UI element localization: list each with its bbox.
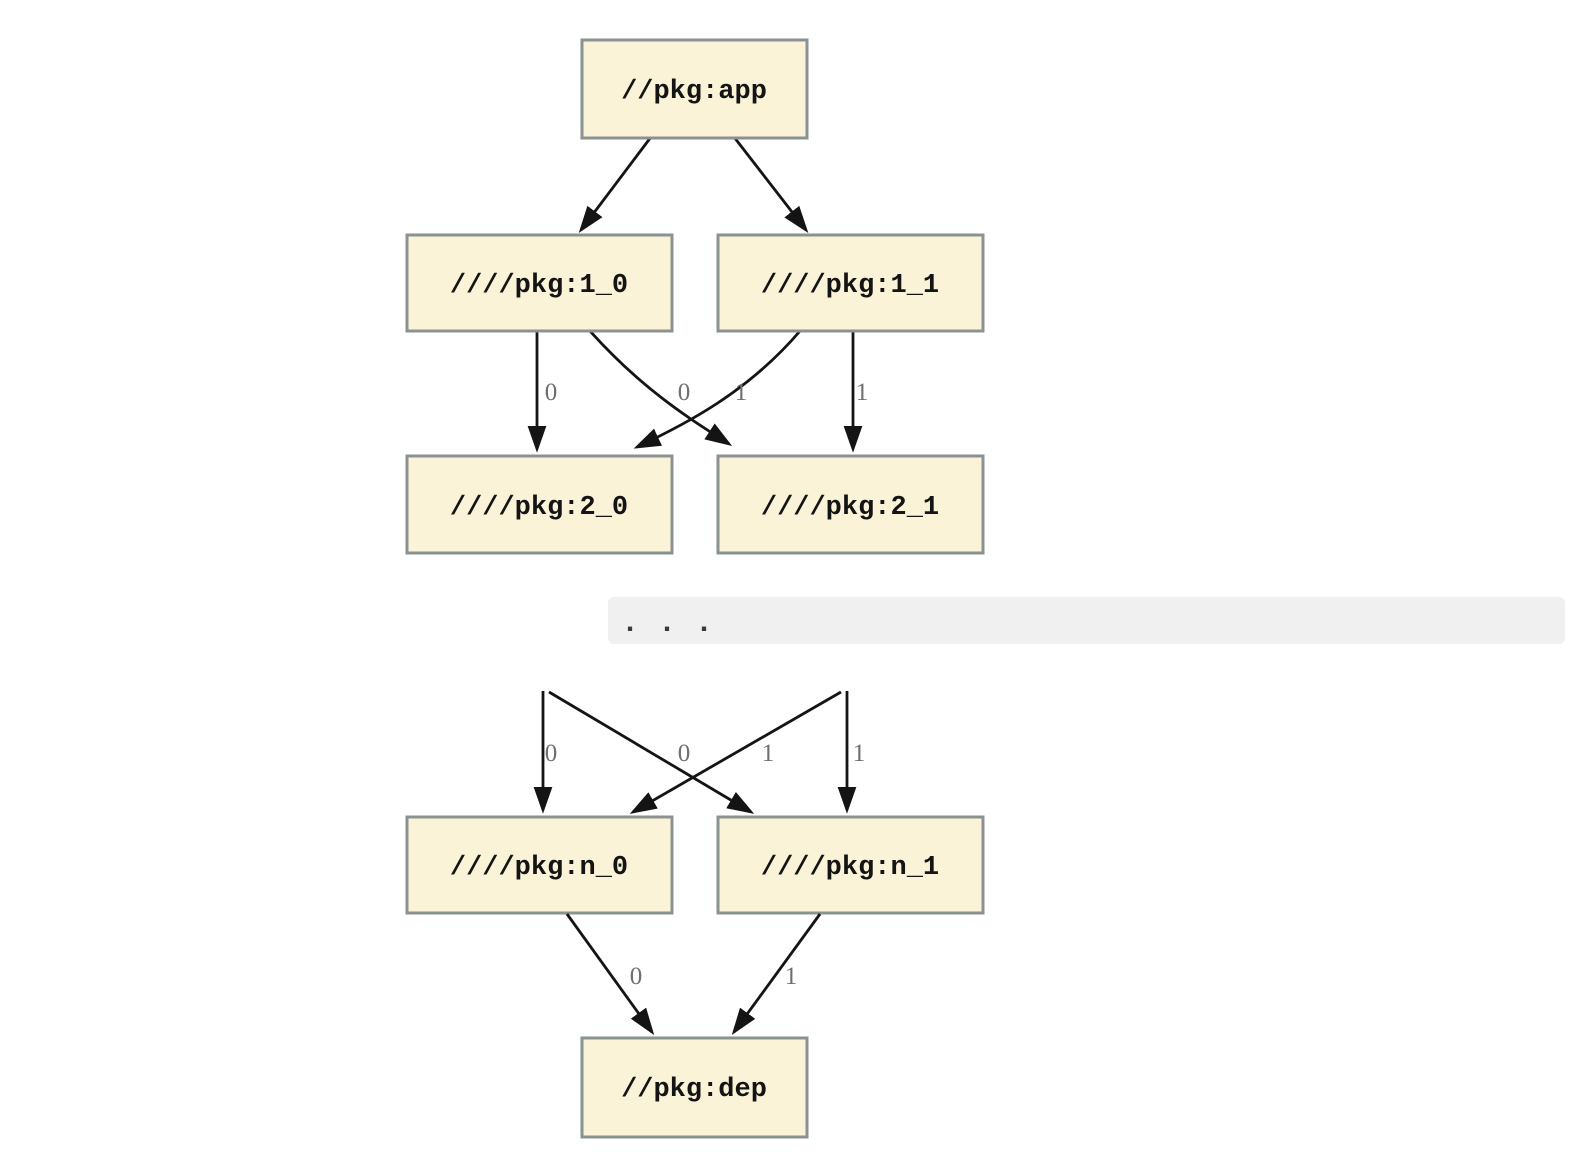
node-box bbox=[580, 38, 809, 140]
edge-n-1-to-dep bbox=[731, 913, 822, 1036]
edge-label-lower-left: 0 bbox=[545, 740, 558, 767]
edge-label-upper-mid-left: 0 bbox=[678, 379, 691, 406]
ellipsis-text: ... bbox=[621, 607, 733, 641]
node-label: //pkg:app bbox=[621, 77, 767, 107]
node-box bbox=[716, 454, 985, 555]
node-label: //pkg:dep bbox=[621, 1075, 767, 1105]
node-box bbox=[716, 815, 985, 915]
node-label: ////pkg:2_0 bbox=[450, 493, 628, 523]
edge-label-dep-right: 1 bbox=[785, 963, 798, 990]
edge-app-to-1-1 bbox=[732, 136, 809, 233]
node-pkg-n-1: ////pkg:n_1 bbox=[716, 815, 985, 915]
node-box bbox=[405, 454, 674, 555]
node-label: ////pkg:2_1 bbox=[761, 493, 939, 523]
edge-label-dep-left: 0 bbox=[630, 963, 643, 990]
node-label: ////pkg:n_0 bbox=[450, 853, 628, 883]
node-box bbox=[716, 233, 985, 333]
node-box bbox=[580, 1036, 809, 1139]
edge-elided-to-n-0-cross bbox=[629, 690, 842, 814]
node-box bbox=[405, 815, 674, 915]
node-box bbox=[405, 233, 674, 333]
edge-app-to-1-0 bbox=[578, 136, 653, 234]
edge-1-0-to-2-1 bbox=[588, 330, 733, 447]
edge-elided-to-n-1-cross bbox=[548, 690, 755, 814]
edge-label-upper-left: 0 bbox=[545, 379, 558, 406]
edge-1-1-to-2-0 bbox=[633, 330, 802, 449]
node-pkg-2-1: ////pkg:2_1 bbox=[716, 454, 985, 555]
node-label: ////pkg:n_1 bbox=[761, 853, 939, 883]
edge-label-lower-mid-left: 0 bbox=[678, 740, 691, 767]
node-pkg-n-0: ////pkg:n_0 bbox=[405, 815, 674, 915]
node-pkg-2-0: ////pkg:2_0 bbox=[405, 454, 674, 555]
edge-label-lower-mid-right: 1 bbox=[762, 740, 775, 767]
edge-label-upper-mid-right: 1 bbox=[735, 379, 748, 406]
ellipsis-band: ... bbox=[608, 597, 1565, 644]
node-pkg-1-0: ////pkg:1_0 bbox=[405, 233, 674, 333]
edge-n-0-to-dep bbox=[565, 913, 655, 1036]
node-label: ////pkg:1_1 bbox=[761, 271, 939, 301]
node-pkg-app: //pkg:app bbox=[580, 38, 809, 140]
edge-label-lower-right: 1 bbox=[853, 740, 866, 767]
node-label: ////pkg:1_0 bbox=[450, 271, 628, 301]
edge-label-upper-right: 1 bbox=[856, 379, 869, 406]
node-pkg-dep: //pkg:dep bbox=[580, 1036, 809, 1139]
node-pkg-1-1: ////pkg:1_1 bbox=[716, 233, 985, 333]
